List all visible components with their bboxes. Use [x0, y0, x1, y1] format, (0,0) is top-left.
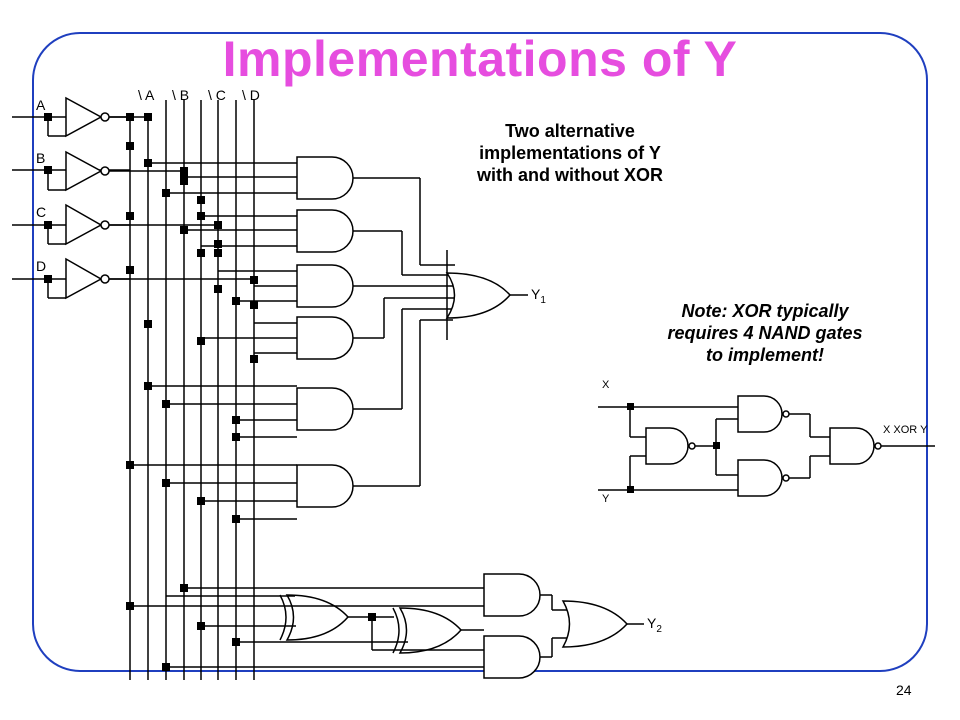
output-y2-text: Y	[647, 615, 657, 631]
xor-gate-1	[166, 594, 394, 641]
input-c-inverter	[12, 203, 218, 246]
xor-gate-2	[236, 607, 484, 654]
and-gate-3	[218, 264, 460, 308]
and-gate-1	[148, 156, 455, 266]
and-gate-6	[130, 319, 453, 520]
xor-note-caption: Note: XOR typically requires 4 NAND gate…	[610, 300, 920, 366]
input-label-a: A	[36, 97, 46, 113]
junction-dots	[44, 113, 720, 671]
bus-label-not-d: \ D	[242, 87, 260, 103]
note-line: to implement!	[705, 345, 824, 365]
nand-xor-circuit	[598, 395, 935, 497]
output-y1-text: Y	[531, 286, 541, 302]
output-label-y2: Y2	[647, 615, 662, 635]
slide-frame	[32, 32, 928, 672]
and-gate-2	[184, 209, 458, 276]
and-gate-5	[148, 308, 456, 438]
input-label-c: C	[36, 204, 46, 220]
caption-line: Two alternative	[505, 121, 635, 141]
output-label-y1: Y1	[531, 286, 546, 306]
alternative-implementations-caption: Two alternative implementations of Y wit…	[430, 120, 710, 186]
input-d-inverter	[12, 257, 254, 300]
signal-buses	[129, 100, 255, 680]
or-gate-y1	[445, 250, 528, 340]
or-gate-y2	[561, 600, 644, 648]
bus-label-not-a: \ A	[138, 87, 155, 103]
bus-label-not-b: \ B	[172, 87, 189, 103]
caption-line: implementations of Y	[479, 143, 661, 163]
input-label-d: D	[36, 258, 46, 274]
and-gate-7	[130, 573, 569, 617]
input-label-b: B	[36, 150, 45, 166]
note-line: requires 4 NAND gates	[667, 323, 863, 343]
output-y1-subscript: 1	[540, 295, 546, 306]
and-gate-4	[201, 297, 459, 360]
and-gate-8	[166, 617, 569, 679]
slide-title: Implementations of Y	[222, 31, 738, 87]
page-number: 24	[896, 682, 912, 698]
xor-output-label: X XOR Y	[883, 424, 928, 436]
bus-label-not-c: \ C	[208, 87, 226, 103]
xor-input-label-y: Y	[602, 493, 610, 505]
note-line: Note: XOR typically	[681, 301, 849, 321]
xor-input-label-x: X	[602, 379, 610, 391]
output-y2-subscript: 2	[656, 624, 662, 635]
caption-line: with and without XOR	[477, 165, 663, 185]
